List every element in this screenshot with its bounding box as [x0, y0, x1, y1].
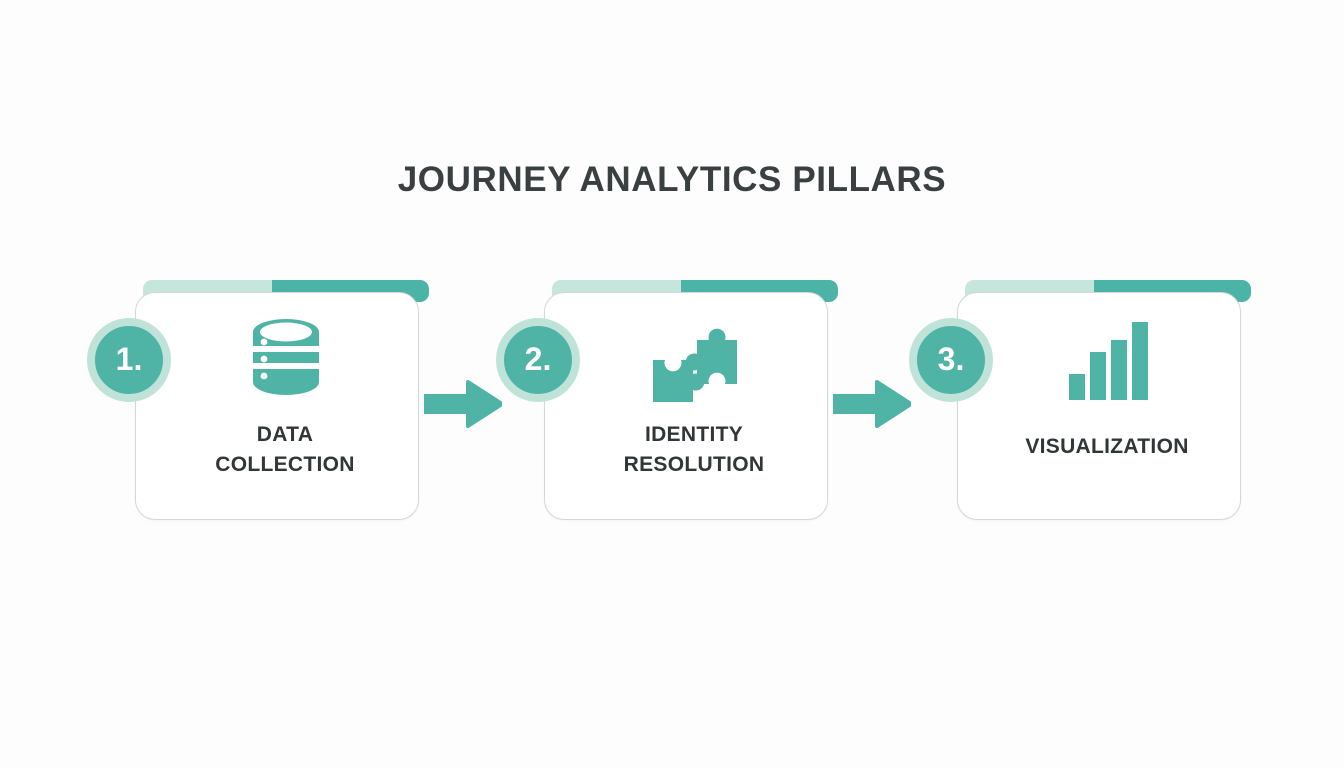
step-card-2[interactable]: 2. IDENTITY RESOLUTION — [496, 280, 838, 522]
connector-arrow-2 — [831, 380, 913, 428]
bar-chart-icon — [1069, 322, 1148, 400]
step-number-badge-2: 2. — [496, 318, 580, 402]
step-card-3[interactable]: 3. VISUALIZATION — [909, 280, 1251, 522]
puzzle-pieces-icon — [653, 328, 737, 402]
step-label-3: VISUALIZATION — [1025, 435, 1189, 458]
step-number-text: 3. — [937, 341, 965, 377]
step-number-badge-1: 1. — [87, 318, 171, 402]
arrow-right-icon — [422, 380, 504, 428]
page-title: JOURNEY ANALYTICS PILLARS — [397, 160, 947, 199]
step-label-1: DATA COLLECTION — [215, 423, 355, 476]
step-icon-container-2 — [544, 306, 828, 414]
step-label-2: IDENTITY RESOLUTION — [623, 423, 765, 476]
step-number-text: 2. — [524, 341, 552, 377]
card-body-3 — [957, 292, 1241, 520]
step-card-1[interactable]: 1. — [87, 280, 429, 522]
steps-row: 1. — [0, 280, 1344, 530]
database-icon — [253, 319, 319, 395]
step-number-badge-3: 3. — [909, 318, 993, 402]
step-number-text: 1. — [115, 341, 143, 377]
arrow-right-icon — [831, 380, 913, 428]
step-icon-container-1 — [135, 306, 419, 414]
connector-arrow-1 — [422, 380, 504, 428]
step-icon-container-3 — [957, 306, 1241, 414]
card-body-2 — [544, 292, 828, 520]
